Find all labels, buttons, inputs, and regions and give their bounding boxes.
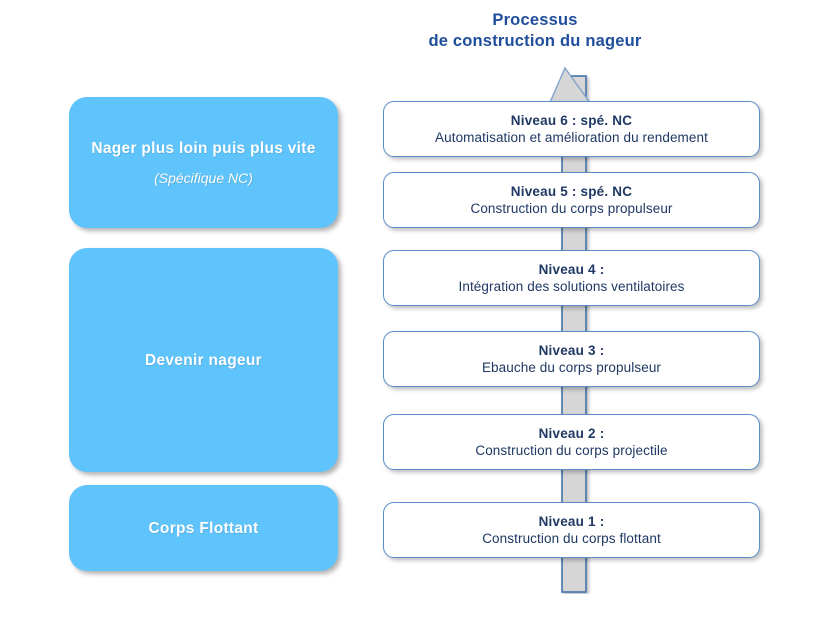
level-box-niveau-6[interactable]: Niveau 6 : spé. NC Automatisation et amé… (383, 101, 760, 157)
level-description: Construction du corps propulseur (470, 200, 673, 216)
level-description: Construction du corps projectile (475, 442, 668, 458)
stage-box-corps-flottant[interactable]: Corps Flottant (69, 485, 338, 571)
page-title-line-1: Processus (492, 11, 578, 29)
level-title: Niveau 5 : spé. NC (510, 183, 633, 199)
level-description: Ebauche du corps propulseur (481, 359, 662, 375)
stage-title: Corps Flottant (148, 519, 259, 537)
stage-box-devenir-nageur[interactable]: Devenir nageur (69, 248, 338, 472)
page-title-line-2: de construction du nageur (428, 32, 642, 50)
stage-box-nager-plus-loin[interactable]: Nager plus loin puis plus vite (Spécifiq… (69, 97, 338, 228)
level-title: Niveau 2 : (538, 425, 605, 441)
stage-title: Nager plus loin puis plus vite (91, 139, 316, 157)
level-title: Niveau 4 : (538, 261, 605, 277)
level-title: Niveau 1 : (538, 513, 605, 529)
level-box-niveau-3[interactable]: Niveau 3 : Ebauche du corps propulseur (383, 331, 760, 387)
level-description: Intégration des solutions ventilatoires (458, 278, 685, 294)
level-box-niveau-5[interactable]: Niveau 5 : spé. NC Construction du corps… (383, 172, 760, 228)
level-title: Niveau 6 : spé. NC (510, 112, 633, 128)
level-box-niveau-1[interactable]: Niveau 1 : Construction du corps flottan… (383, 502, 760, 558)
level-box-niveau-4[interactable]: Niveau 4 : Intégration des solutions ven… (383, 250, 760, 306)
level-box-niveau-2[interactable]: Niveau 2 : Construction du corps project… (383, 414, 760, 470)
stage-subtitle: (Spécifique NC) (154, 169, 253, 186)
page-title: Processus de construction du nageur (300, 10, 770, 52)
level-title: Niveau 3 : (538, 342, 605, 358)
level-description: Construction du corps flottant (482, 530, 661, 546)
stage-title: Devenir nageur (144, 351, 263, 369)
level-description: Automatisation et amélioration du rendem… (435, 129, 708, 145)
